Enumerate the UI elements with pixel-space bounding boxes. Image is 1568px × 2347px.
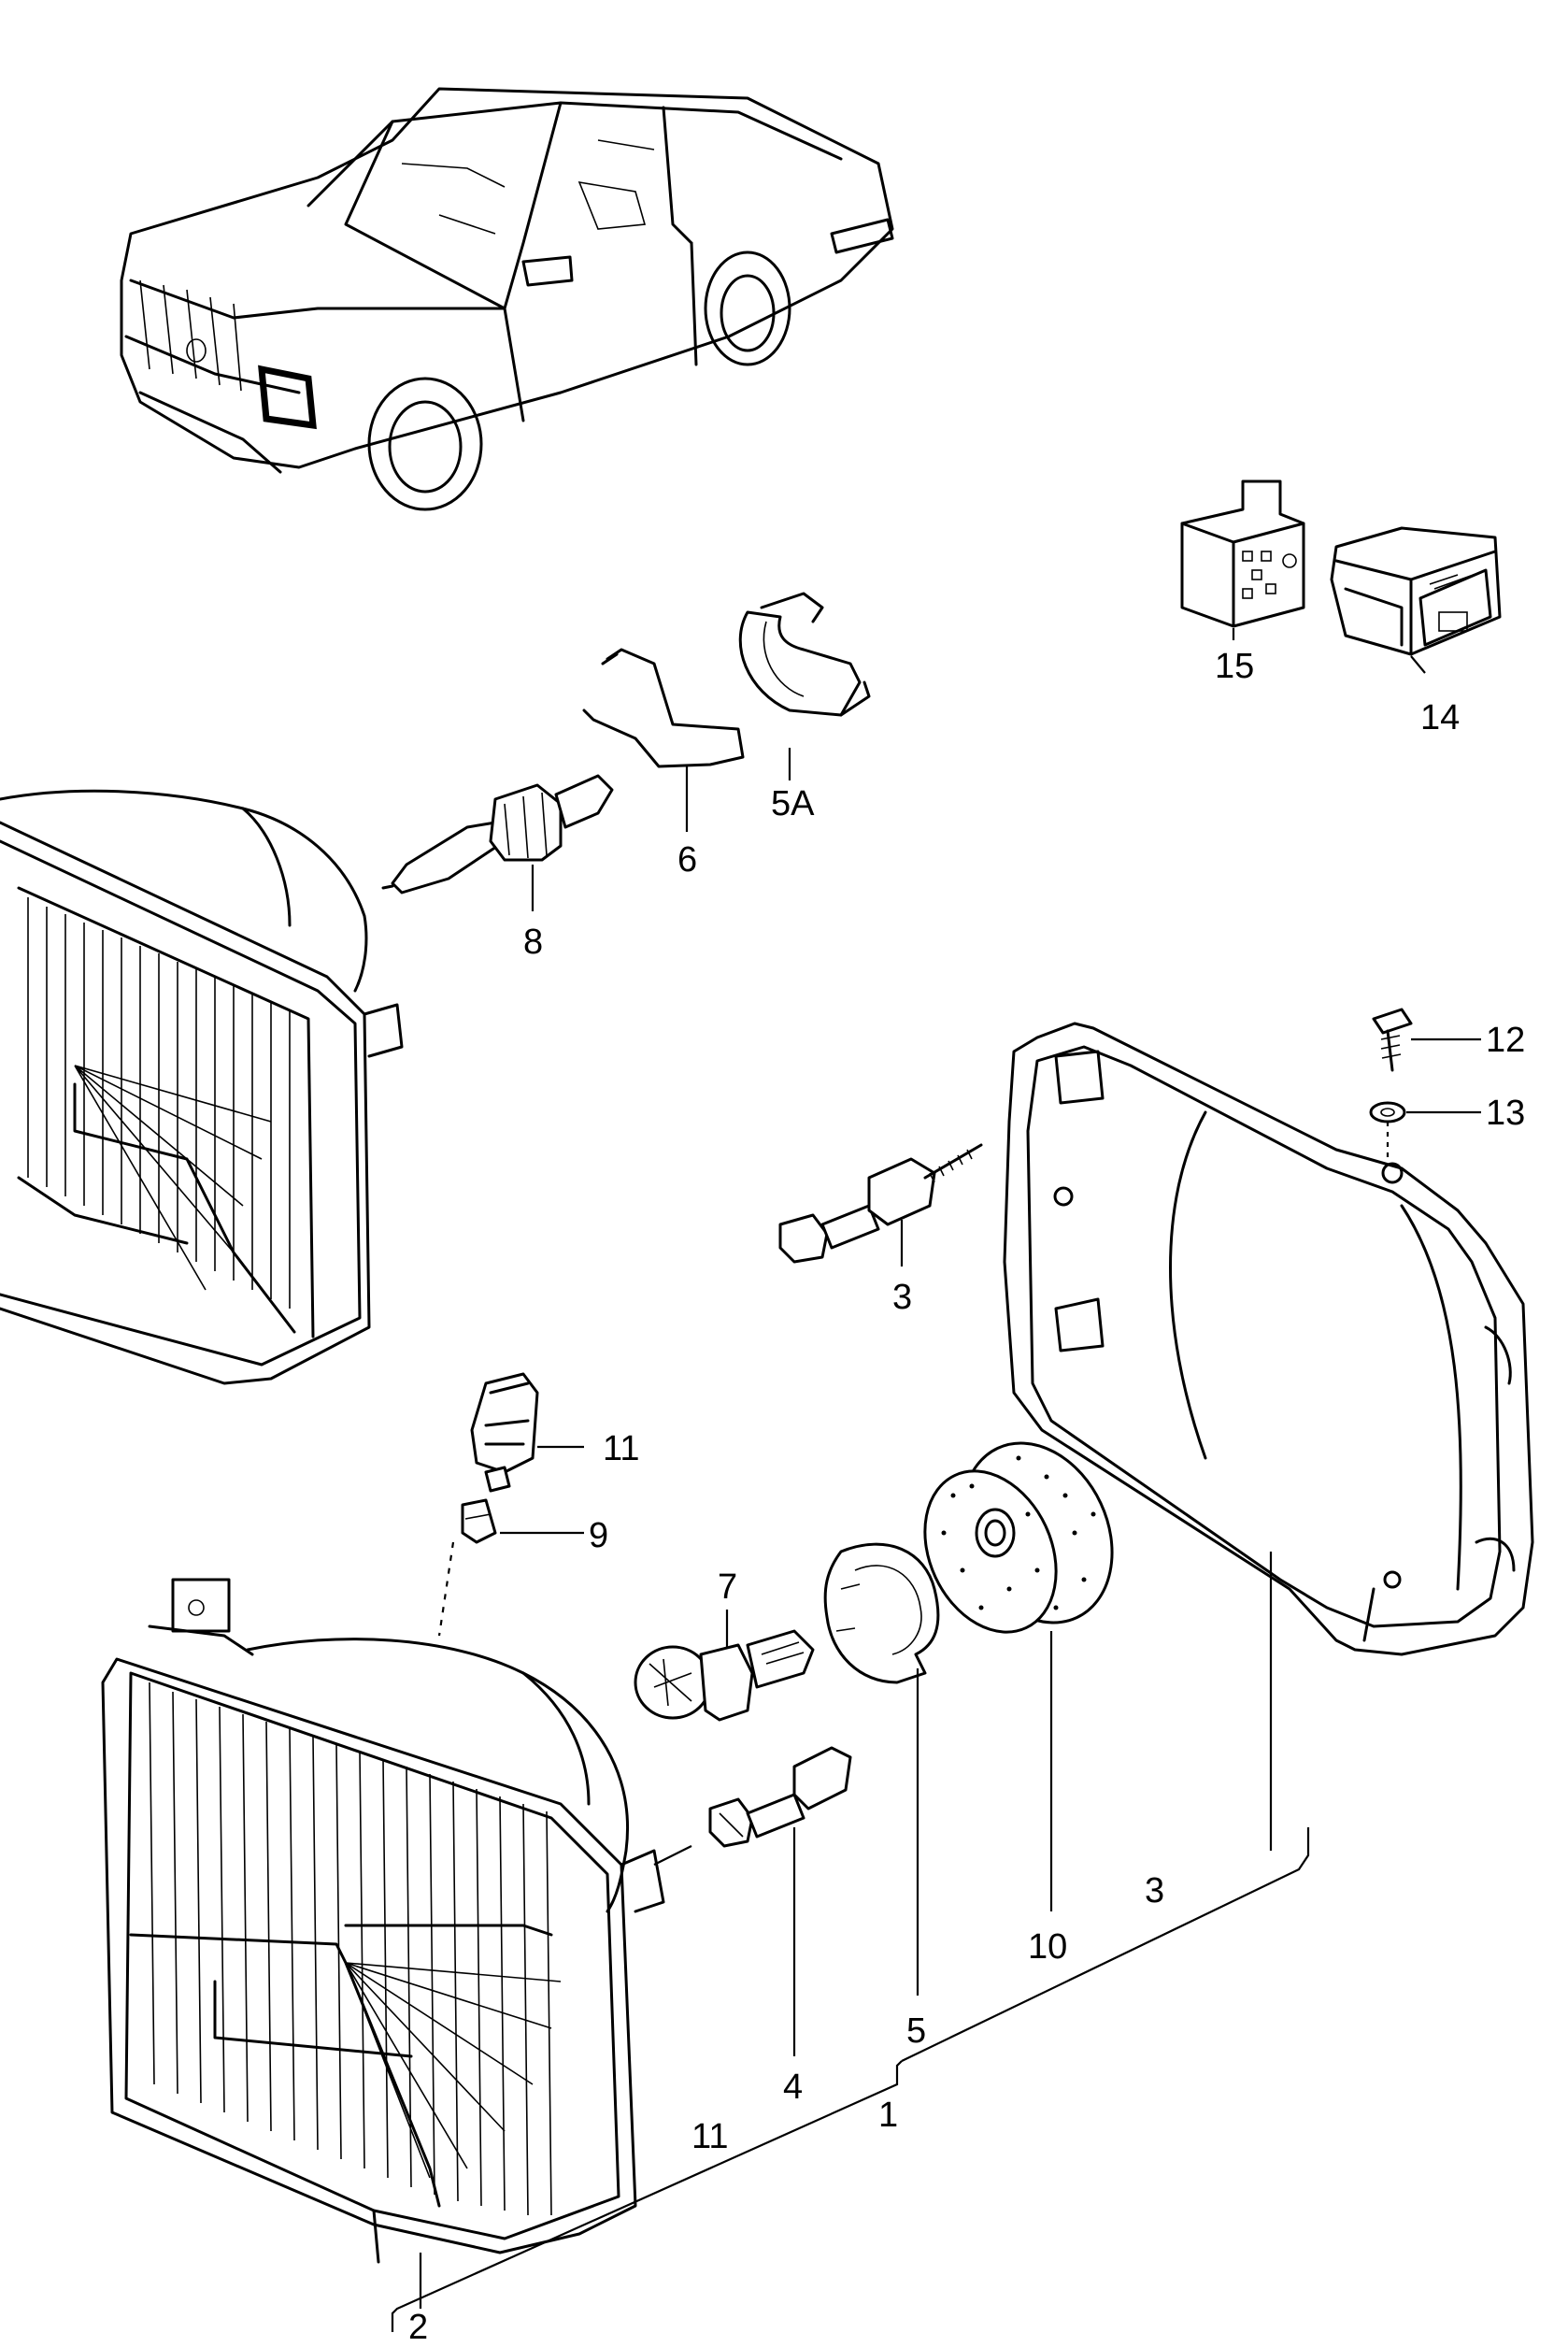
label-8: 8 (523, 923, 543, 962)
washer (1369, 1101, 1406, 1123)
bulb-7 (634, 1629, 815, 1722)
label-5a: 5A (771, 784, 815, 823)
headlight-range-switch (1330, 526, 1502, 656)
bulb-h4 (381, 774, 614, 894)
spring-clip (582, 648, 745, 768)
leader-lines (391, 628, 1481, 2332)
label-4: 4 (783, 2068, 803, 2107)
label-12: 12 (1486, 1021, 1525, 1060)
adjusting-element-4 (708, 1746, 852, 1848)
label-15: 15 (1215, 647, 1254, 686)
headlight-upper (0, 789, 404, 1385)
adjusting-element-3 (778, 1143, 983, 1264)
label-11-holder: 11 (603, 1429, 639, 1468)
label-14: 14 (1420, 698, 1460, 737)
label-6: 6 (677, 840, 697, 880)
retaining-ring-5a (738, 592, 871, 717)
label-11-lower: 11 (691, 2117, 728, 2156)
bulb-holder (470, 1372, 539, 1493)
label-3-lower: 3 (1145, 1871, 1164, 1911)
label-10: 10 (1028, 1927, 1067, 1967)
screw (1372, 1008, 1413, 1072)
headlight-housing (1003, 1022, 1534, 1656)
car-illustration (120, 87, 894, 511)
callout-labels: 15 14 5A 6 8 12 13 3 11 9 7 3 10 5 4 1 1… (408, 647, 1525, 2347)
dust-cap (923, 1441, 1114, 1634)
label-7: 7 (718, 1567, 737, 1607)
relay-part (1180, 479, 1305, 628)
label-1: 1 (878, 2096, 898, 2135)
label-13: 13 (1486, 1094, 1525, 1133)
label-9: 9 (589, 1516, 608, 1555)
label-5: 5 (906, 2011, 926, 2051)
headlight-lower (101, 1578, 665, 2264)
parking-bulb (461, 1498, 497, 1544)
label-2: 2 (408, 2308, 428, 2342)
retaining-ring-5 (823, 1542, 940, 1684)
label-3-upper: 3 (892, 1278, 912, 1317)
